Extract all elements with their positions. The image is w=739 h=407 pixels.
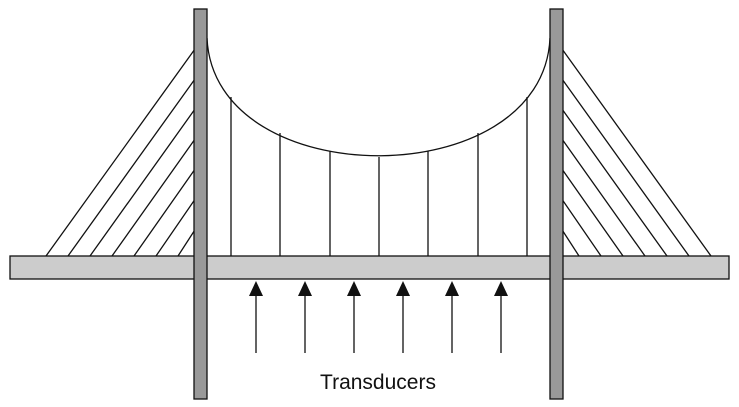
transducer-arrow bbox=[298, 281, 312, 353]
stay-cable bbox=[67, 71, 201, 257]
stay-cable bbox=[111, 131, 201, 257]
hangers bbox=[230, 97, 528, 256]
stay-cable bbox=[155, 191, 201, 257]
main-suspension-cable bbox=[206, 37, 551, 157]
stay-cable bbox=[133, 161, 201, 257]
stay-cable bbox=[556, 191, 602, 257]
transducer-arrow bbox=[347, 281, 361, 353]
stay-cable bbox=[556, 71, 690, 257]
left-tower bbox=[193, 8, 208, 400]
transducer-arrow bbox=[249, 281, 263, 353]
transducer-arrow bbox=[445, 281, 459, 353]
transducer-arrow bbox=[396, 281, 410, 353]
stay-cable bbox=[556, 131, 646, 257]
transducer-arrows bbox=[249, 281, 508, 353]
bridge-deck bbox=[9, 255, 730, 280]
transducer-arrow bbox=[494, 281, 508, 353]
left-stay-cables bbox=[45, 41, 201, 257]
stay-cable bbox=[45, 41, 201, 257]
stay-cable bbox=[556, 41, 712, 257]
stay-cable bbox=[556, 161, 624, 257]
stay-cable bbox=[556, 101, 668, 257]
stay-cable bbox=[89, 101, 201, 257]
right-stay-cables bbox=[556, 41, 712, 257]
transducers-label: Transducers bbox=[320, 371, 436, 394]
right-tower bbox=[549, 8, 564, 400]
